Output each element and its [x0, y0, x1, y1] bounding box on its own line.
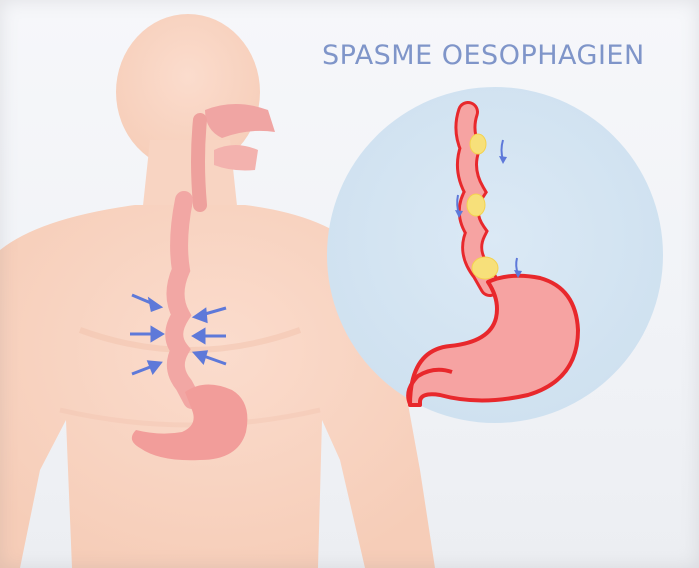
food-bolus	[470, 134, 486, 154]
diagram-title: SPASME OESOPHAGIEN	[322, 40, 645, 71]
food-bolus	[472, 257, 498, 279]
food-bolus	[467, 194, 485, 216]
